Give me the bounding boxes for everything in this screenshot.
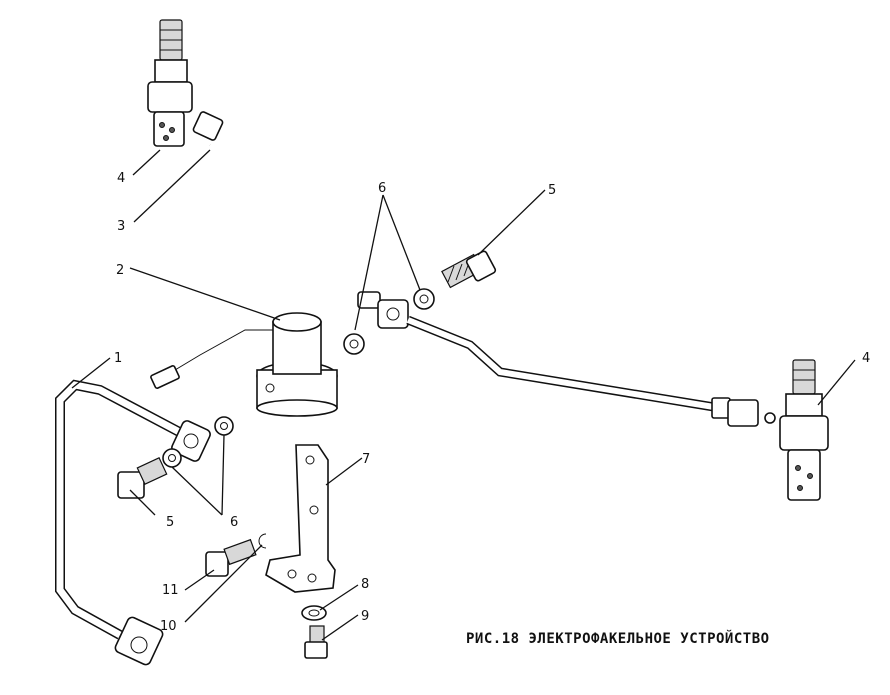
glow-plug-upper-left bbox=[147, 19, 193, 147]
figure-caption: РИС.18 ЭЛЕКТРОФАКЕЛЬНОЕ УСТРОЙСТВО bbox=[466, 630, 770, 647]
callout-4-right: 4 bbox=[862, 351, 870, 366]
leader-lines bbox=[71, 149, 856, 641]
callout-7: 7 bbox=[362, 452, 370, 467]
spring-washer bbox=[258, 533, 267, 549]
callout-1: 1 bbox=[114, 351, 122, 366]
glow-plug-right bbox=[779, 359, 829, 501]
callout-6-top: 6 bbox=[378, 181, 386, 196]
callout-labels: 4 3 2 6 5 4 1 5 6 7 8 9 11 10 bbox=[114, 171, 870, 634]
hollow-bolt-upper bbox=[441, 250, 497, 289]
mounting-bracket bbox=[265, 444, 336, 593]
callout-4-left: 4 bbox=[117, 171, 125, 186]
callout-5-left: 5 bbox=[166, 515, 174, 530]
callout-11: 11 bbox=[162, 583, 179, 598]
solenoid-valve bbox=[150, 312, 338, 417]
hollow-bolt-left bbox=[117, 456, 168, 499]
callout-5-top: 5 bbox=[548, 183, 556, 198]
fuel-pipe-long bbox=[55, 379, 211, 666]
fuel-pipe-upper bbox=[192, 111, 361, 303]
callout-3: 3 bbox=[117, 219, 125, 234]
callout-2: 2 bbox=[116, 263, 124, 278]
small-bolt bbox=[304, 625, 328, 659]
callout-9: 9 bbox=[361, 609, 369, 624]
fuel-pipe-right bbox=[406, 315, 776, 427]
callout-10: 10 bbox=[160, 619, 177, 634]
callout-8: 8 bbox=[361, 577, 369, 592]
callout-6-left: 6 bbox=[230, 515, 238, 530]
bracket-bolt bbox=[205, 538, 257, 577]
tee-fitting bbox=[343, 288, 435, 355]
